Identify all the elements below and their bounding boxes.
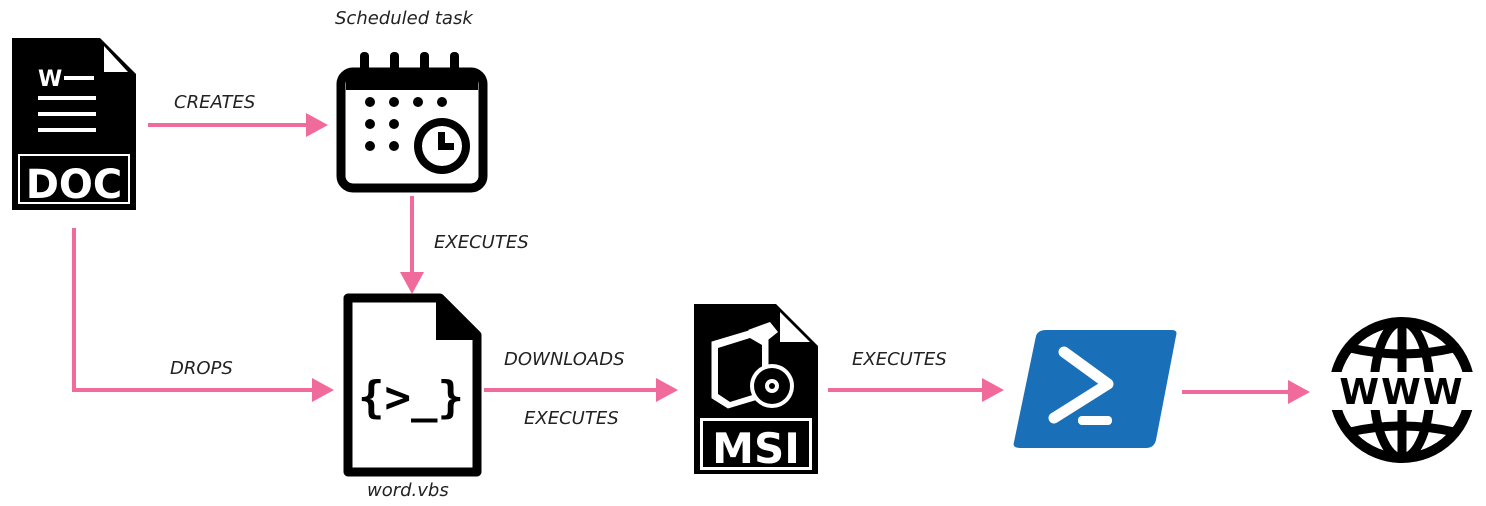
script-file-caption: word.vbs	[367, 480, 449, 501]
edge-label-creates: CREATES	[174, 92, 256, 113]
doc-badge-text: DOC	[26, 162, 123, 208]
edge-label-drops: DROPS	[170, 358, 233, 379]
msi-installer-icon: MSI	[694, 304, 818, 474]
arrowhead-doc-to-script	[312, 378, 334, 402]
arrowhead-msi-to-powershell	[982, 378, 1004, 402]
script-file-icon: {>_}	[343, 293, 482, 477]
edge-label-downloads: DOWNLOADS	[504, 349, 625, 370]
script-glyph: {>_}	[358, 372, 464, 423]
scheduled-task-caption: Scheduled task	[335, 8, 473, 29]
msi-badge-text: MSI	[712, 424, 800, 473]
edge-label-executes-msi: EXECUTES	[524, 408, 619, 429]
www-globe-icon: WWW	[1324, 317, 1480, 463]
powershell-icon	[1013, 330, 1177, 448]
arrowhead-task-to-script	[400, 272, 424, 294]
arrowhead-script-to-msi	[656, 378, 678, 402]
doc-file-icon: W DOC	[12, 38, 136, 210]
doc-corner-letter: W	[38, 67, 62, 92]
arrowhead-doc-to-task	[306, 113, 328, 137]
flow-arrows	[72, 113, 1310, 404]
edge-label-executes-task: EXECUTES	[434, 232, 529, 253]
edge-label-executes-powershell: EXECUTES	[852, 349, 947, 370]
www-text: WWW	[1339, 372, 1464, 413]
arrow-doc-to-script	[72, 228, 312, 392]
arrowhead-powershell-to-web	[1288, 380, 1310, 404]
calendar-clock-icon	[336, 52, 488, 193]
